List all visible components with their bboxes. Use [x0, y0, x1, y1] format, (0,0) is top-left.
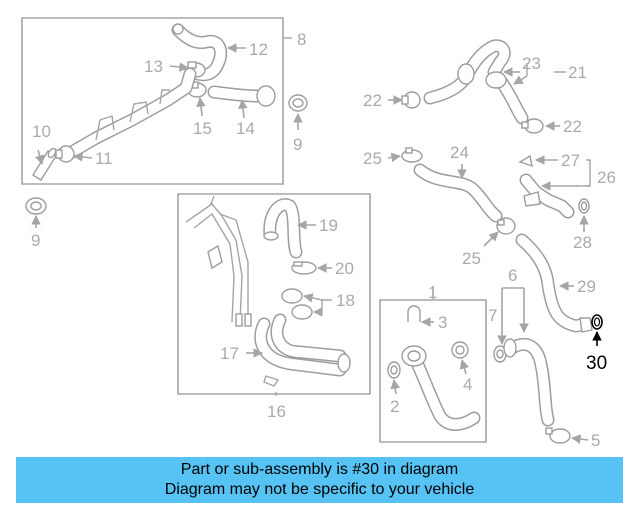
hose-part-6[interactable]	[503, 338, 555, 427]
callout-25-top: 25	[363, 149, 382, 168]
clamp-part-22-left[interactable]	[401, 91, 421, 109]
assembly-box-8	[21, 17, 292, 185]
callout-25-bottom: 25	[462, 249, 481, 268]
callout-9-right: 9	[293, 135, 302, 154]
hose-part-23[interactable]	[423, 39, 529, 125]
clamp-part-18[interactable]	[281, 288, 313, 320]
callout-6: 6	[508, 266, 517, 285]
callout-14: 14	[236, 119, 255, 138]
parts-diagram: 12 8 13 15 14 9 10 11 9 19 20 18 17 16 2…	[21, 17, 616, 450]
callout-28: 28	[573, 233, 592, 252]
callout-15: 15	[193, 119, 212, 138]
pipe-bracket-assembly[interactable]	[185, 195, 252, 327]
callout-19: 19	[319, 216, 338, 235]
clamp-part-5[interactable]	[545, 427, 571, 444]
info-banner: Part or sub-assembly is #30 in diagram D…	[16, 457, 623, 503]
hose-part-24[interactable]	[413, 163, 503, 223]
pipe-part-26[interactable]	[519, 173, 575, 219]
callout-10: 10	[32, 122, 51, 141]
callout-labels: 12 8 13 15 14 9 10 11 9 19 20 18 17 16 2…	[31, 30, 616, 450]
callout-8: 8	[297, 30, 306, 49]
callout-5: 5	[591, 431, 600, 450]
callout-24: 24	[450, 143, 469, 162]
clamp-part-20[interactable]	[291, 261, 317, 275]
callout-13: 13	[144, 57, 163, 76]
clamp-part-9-right[interactable]	[288, 94, 308, 112]
hose-part-14[interactable]	[207, 85, 276, 107]
clamp-part-11[interactable]	[55, 145, 75, 163]
callout-12: 12	[249, 40, 268, 59]
clamp-part-25-top[interactable]	[401, 147, 423, 163]
oring-part-30[interactable]	[591, 314, 603, 330]
sleeve-part-10[interactable]	[32, 147, 57, 181]
callout-9-left: 9	[31, 231, 40, 250]
callout-18: 18	[336, 291, 355, 310]
callout-20: 20	[335, 259, 354, 278]
callout-27: 27	[561, 151, 580, 170]
callout-11: 11	[95, 149, 113, 168]
clamp-part-22-right[interactable]	[521, 118, 544, 134]
banner-line-1: Part or sub-assembly is #30 in diagram	[180, 461, 459, 478]
coolant-pipe-assembly[interactable]	[65, 67, 197, 159]
leader-lines	[31, 43, 602, 444]
callout-26: 26	[597, 168, 616, 187]
callout-16: 16	[267, 402, 286, 421]
hose-part-29[interactable]	[515, 233, 593, 333]
oring-part-28[interactable]	[578, 198, 590, 214]
callout-22-right: 22	[563, 117, 582, 136]
clip-part-3[interactable]	[407, 305, 421, 322]
hose-part-17[interactable]	[254, 313, 351, 387]
assembly-box-16	[177, 193, 371, 395]
callout-1: 1	[428, 283, 437, 302]
oring-part-7[interactable]	[493, 345, 507, 363]
clip-part-27[interactable]	[518, 154, 533, 168]
callout-3: 3	[438, 313, 447, 332]
assembly-box-1	[379, 286, 487, 443]
callout-23: 23	[522, 54, 541, 73]
hose-part-12[interactable]	[171, 23, 228, 82]
callout-7: 7	[488, 306, 497, 325]
clamp-part-25-bottom[interactable]	[496, 217, 516, 235]
pipe-part-1[interactable]	[401, 345, 481, 431]
callout-30: 30	[586, 353, 607, 374]
banner-line-2: Diagram may not be specific to your vehi…	[164, 481, 475, 498]
hose-part-19[interactable]	[263, 198, 303, 259]
callout-17: 17	[220, 344, 239, 363]
callout-29: 29	[577, 277, 596, 296]
oring-part-2[interactable]	[387, 361, 401, 379]
clamp-part-9-left[interactable]	[25, 197, 47, 215]
sensor-part-4[interactable]	[451, 341, 469, 359]
callout-22-left: 22	[363, 91, 382, 110]
callout-2: 2	[390, 397, 399, 416]
callout-4: 4	[463, 375, 472, 394]
callout-21: 21	[568, 63, 587, 82]
